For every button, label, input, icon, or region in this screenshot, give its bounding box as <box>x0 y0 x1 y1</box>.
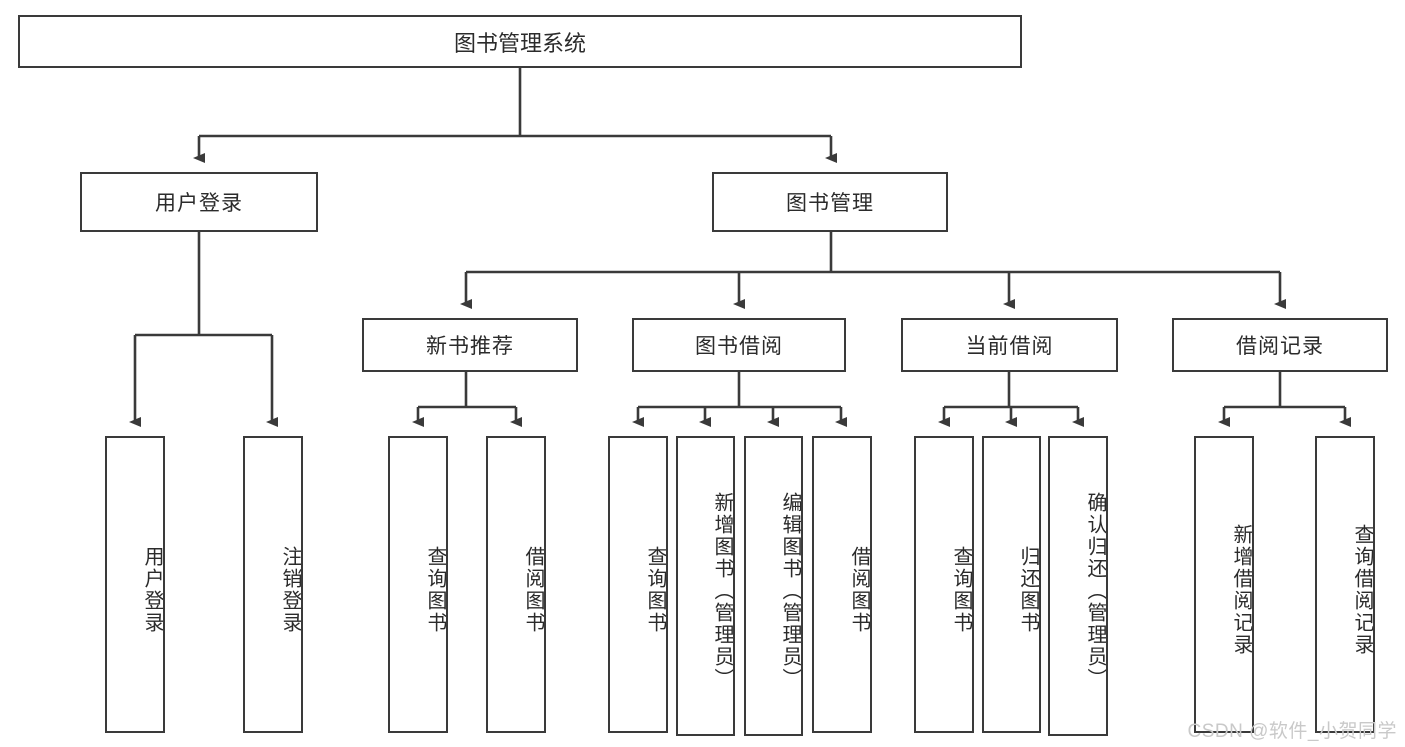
node-label: 归还图书 <box>1017 545 1039 634</box>
watermark: CSDN @软件_小贺同学 <box>1187 721 1397 742</box>
node-label: 查询图书 <box>644 545 666 634</box>
node-label: 注销登录 <box>279 545 301 634</box>
node-label: 借阅记录 <box>1236 335 1324 358</box>
leaf-edit-book-admin[interactable]: 编辑图书（管理员） <box>744 436 803 736</box>
leaf-confirm-return-admin[interactable]: 确认归还（管理员） <box>1048 436 1108 736</box>
leaf-query-book-recommend[interactable]: 查询图书 <box>388 436 448 733</box>
node-label: 当前借阅 <box>965 335 1054 358</box>
node-label: 查询借阅记录 <box>1351 523 1373 656</box>
node-label: 图书管理系统 <box>453 30 586 56</box>
node-label: 确认归还（管理员） <box>1084 492 1106 690</box>
leaf-query-book-borrow[interactable]: 查询图书 <box>608 436 668 733</box>
node-label: 新增借阅记录 <box>1230 523 1252 656</box>
node-label: 查询图书 <box>424 545 446 634</box>
leaf-query-borrow-record[interactable]: 查询借阅记录 <box>1315 436 1375 733</box>
node-label: 图书管理 <box>786 192 874 215</box>
node-borrow-record[interactable]: 借阅记录 <box>1172 318 1388 372</box>
node-label: 新增图书（管理员） <box>711 492 733 690</box>
node-book-borrow[interactable]: 图书借阅 <box>632 318 846 372</box>
node-label: 用户登录 <box>155 192 243 215</box>
leaf-add-book-admin[interactable]: 新增图书（管理员） <box>676 436 735 736</box>
node-root-book-management-system[interactable]: 图书管理系统 <box>18 15 1022 68</box>
node-label: 编辑图书（管理员） <box>779 492 801 690</box>
leaf-query-book-current[interactable]: 查询图书 <box>914 436 974 733</box>
leaf-borrow-book[interactable]: 借阅图书 <box>812 436 872 733</box>
node-label: 查询图书 <box>950 545 972 634</box>
node-label: 借阅图书 <box>848 545 870 634</box>
node-book-management[interactable]: 图书管理 <box>712 172 948 232</box>
leaf-borrow-book-recommend[interactable]: 借阅图书 <box>486 436 546 733</box>
leaf-user-login[interactable]: 用户登录 <box>105 436 165 733</box>
leaf-user-logout[interactable]: 注销登录 <box>243 436 303 733</box>
leaf-return-book[interactable]: 归还图书 <box>982 436 1041 733</box>
node-new-book-recommend[interactable]: 新书推荐 <box>362 318 578 372</box>
node-label: 图书借阅 <box>695 335 783 358</box>
node-label: 借阅图书 <box>522 545 544 634</box>
node-current-borrow[interactable]: 当前借阅 <box>901 318 1118 372</box>
node-label: 新书推荐 <box>426 335 514 358</box>
leaf-add-borrow-record[interactable]: 新增借阅记录 <box>1194 436 1254 733</box>
node-label: 用户登录 <box>141 545 163 634</box>
node-user-login[interactable]: 用户登录 <box>80 172 318 232</box>
